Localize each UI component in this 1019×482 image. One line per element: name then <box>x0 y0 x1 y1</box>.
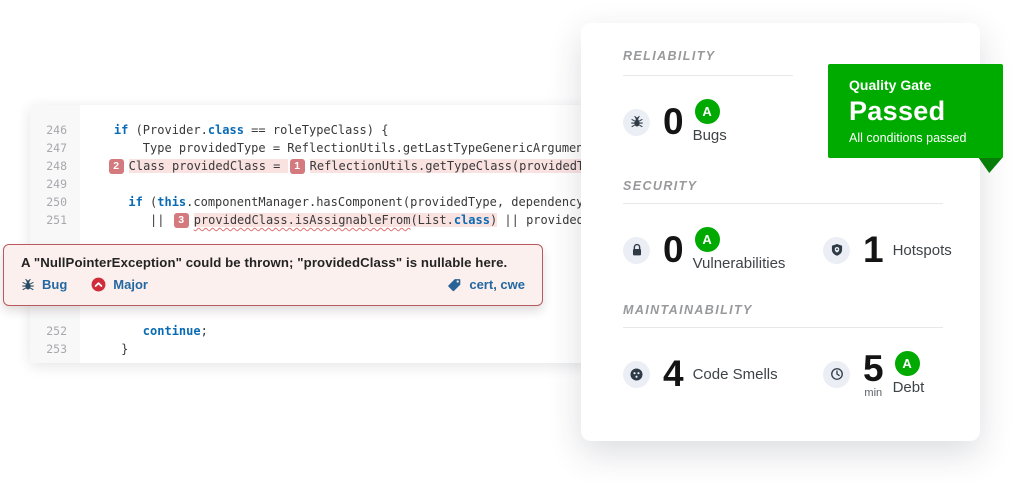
code-segment: || providedClass.isAs <box>504 213 592 227</box>
quality-gate-title: Quality Gate <box>849 77 932 93</box>
code-segment: .componentManager.hasComponent(providedT… <box>186 195 592 209</box>
issue-message: A "NullPointerException" could be thrown… <box>21 255 508 270</box>
metric-value: 5 <box>863 348 884 389</box>
quality-overview-panel: RELIABILITY 0 A Bugs SECURITY <box>581 23 980 441</box>
code-segment: if <box>128 195 143 209</box>
section-title-reliability: RELIABILITY <box>623 49 716 63</box>
code-segment: == roleTypeClass) { <box>243 123 389 137</box>
line-number[interactable]: 251 <box>46 213 67 227</box>
bug-icon <box>21 278 35 292</box>
code-segment: ReflectionUtils.getTypeClass(providedTyp… <box>309 159 592 173</box>
line-number[interactable]: 249 <box>46 177 67 191</box>
line-number-gutter <box>30 105 80 363</box>
code-line: 246 if (Provider.class == roleTypeClass) … <box>30 121 592 139</box>
code-segment: ( <box>142 195 158 209</box>
metric-label: Bugs <box>692 126 727 144</box>
metric-label: Hotspots <box>892 241 952 259</box>
metric-unit: min <box>864 387 883 399</box>
line-number[interactable]: 247 <box>46 141 67 155</box>
code-line: 253} <box>30 340 592 358</box>
metric-value: 1 <box>863 229 884 270</box>
metric-bugs[interactable]: 0 A Bugs <box>623 93 727 151</box>
line-number[interactable]: 248 <box>46 159 67 173</box>
section-title-maintainability: MAINTAINABILITY <box>623 303 753 317</box>
code-line: 251 || 3 providedClass.isAssignableFrom(Li… <box>30 211 592 229</box>
quality-gate-status: Passed <box>849 96 946 126</box>
code-segment: class <box>453 213 490 227</box>
metric-value: 0 <box>663 229 684 270</box>
code-line: 250 if (this.componentManager.hasComponen… <box>30 193 592 211</box>
divider <box>623 75 793 76</box>
tag-icon <box>447 277 462 292</box>
code-segment: } <box>121 342 129 356</box>
issue-location-badge[interactable]: 2 <box>108 159 124 174</box>
issue-location-badge[interactable]: 3 <box>173 213 189 228</box>
issue-tags-label: cert, cwe <box>469 277 525 292</box>
bug-icon <box>623 108 650 136</box>
line-number[interactable]: 250 <box>46 195 67 209</box>
shield-icon <box>823 236 850 264</box>
severity-major-icon <box>91 277 106 292</box>
clock-icon <box>823 360 850 388</box>
metric-value: 4 <box>663 353 684 394</box>
issue-popup: A "NullPointerException" could be thrown… <box>3 244 543 306</box>
issue-severity-link[interactable]: Major <box>91 277 148 292</box>
metric-hotspots[interactable]: 1 Hotspots <box>823 221 952 279</box>
metric-label: Debt <box>892 378 925 396</box>
metric-value: 0 <box>663 101 684 142</box>
code-segment: (List. <box>410 213 454 227</box>
issue-type-label: Bug <box>42 277 68 292</box>
line-number[interactable]: 246 <box>46 123 67 137</box>
metric-label: Code Smells <box>692 365 778 383</box>
metric-code-smells[interactable]: 4 Code Smells <box>623 345 778 403</box>
code-line: 252 continue; <box>30 322 592 340</box>
code-segment: || <box>150 213 172 227</box>
section-title-security: SECURITY <box>623 179 698 193</box>
code-line: 247 Type providedType = ReflectionUtils.g… <box>30 139 592 157</box>
code-segment: providedClass.isAssignableFrom <box>193 213 411 227</box>
code-segment: (Provider. <box>128 123 208 137</box>
issue-location-badge[interactable]: 1 <box>289 159 305 174</box>
metric-vulnerabilities[interactable]: 0 A Vulnerabilities <box>623 221 785 279</box>
code-line: 248 2 Class providedClass = 1 ReflectionUti… <box>30 157 592 175</box>
code-smell-icon <box>623 360 650 388</box>
issue-type-link[interactable]: Bug <box>21 277 67 292</box>
rating-badge: A <box>692 96 722 126</box>
metric-debt[interactable]: 5 min A Debt <box>823 345 924 403</box>
code-segment: Type providedType = ReflectionUtils.getL… <box>142 141 592 155</box>
code-line: 249 <box>30 175 592 193</box>
divider <box>623 327 943 328</box>
code-segment: if <box>113 123 129 137</box>
issue-severity-label: Major <box>113 277 148 292</box>
code-segment: class <box>207 123 244 137</box>
metric-label: Vulnerabilities <box>692 254 786 272</box>
rating-badge: A <box>892 348 922 378</box>
code-segment: continue <box>142 324 201 338</box>
quality-gate-subtitle: All conditions passed <box>849 131 967 145</box>
rating-badge: A <box>692 224 722 254</box>
quality-gate-badge: Quality Gate Passed All conditions passe… <box>828 64 1003 158</box>
code-segment: ; <box>200 324 208 338</box>
code-segment: ) <box>489 213 498 227</box>
lock-icon <box>623 236 650 264</box>
issue-tags-link[interactable]: cert, cwe <box>447 277 525 292</box>
line-number[interactable]: 252 <box>46 324 67 338</box>
divider <box>623 203 943 204</box>
line-number[interactable]: 253 <box>46 342 67 356</box>
code-segment: this <box>157 195 187 209</box>
quality-gate-badge-fold <box>978 157 1003 173</box>
code-segment: Class providedClass = <box>128 159 288 173</box>
